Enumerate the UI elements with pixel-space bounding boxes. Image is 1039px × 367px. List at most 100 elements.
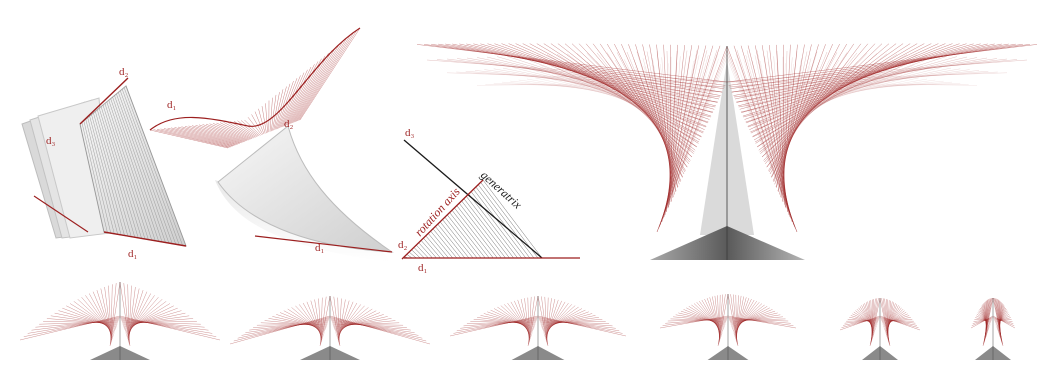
rule-line — [740, 67, 952, 113]
rule-line — [880, 316, 919, 328]
rule-line — [844, 319, 879, 324]
rule-line — [769, 43, 848, 175]
label-generatrix: generatrix — [478, 168, 525, 212]
rule-line — [747, 75, 903, 128]
rule-line — [442, 219, 474, 259]
rule-line — [170, 127, 236, 146]
rule-line — [504, 304, 532, 335]
rule-line — [244, 119, 261, 136]
rule-line — [616, 52, 683, 178]
rule-line — [482, 179, 543, 259]
rule-line — [766, 68, 836, 168]
rule-line — [856, 308, 876, 329]
rule-line — [665, 318, 728, 324]
rule-line — [245, 320, 329, 333]
rule-line — [272, 92, 280, 131]
rule-line — [446, 72, 728, 83]
rule-line — [290, 50, 333, 124]
rule-line — [205, 123, 248, 141]
rule-line — [486, 56, 714, 113]
rule-line — [731, 82, 961, 93]
rule-line — [335, 310, 377, 333]
rule-line — [69, 303, 116, 332]
rule-line — [659, 58, 719, 228]
rule-line — [426, 59, 728, 83]
rule-line — [468, 193, 518, 259]
rule-line — [746, 50, 793, 223]
rule-line — [995, 313, 1010, 325]
rule-line — [506, 55, 709, 123]
rule-line — [454, 207, 494, 259]
rule-line — [233, 316, 330, 342]
rule-line — [62, 307, 116, 329]
rule-line — [736, 57, 988, 103]
rule-line — [439, 221, 470, 259]
rule-line — [274, 86, 287, 130]
label-d2: d₂ — [119, 66, 129, 78]
rule-line — [477, 317, 535, 326]
rule-line — [276, 314, 326, 331]
rule-line — [54, 312, 117, 327]
rule-line — [576, 72, 700, 143]
rule-line — [543, 305, 576, 334]
rule-line — [331, 320, 415, 333]
rule-line — [771, 52, 838, 178]
rule-line — [970, 315, 994, 329]
label-d1-top: d₁ — [167, 99, 177, 111]
rule-line — [256, 323, 328, 326]
rule-line — [661, 59, 711, 223]
rule-line — [35, 320, 119, 328]
rule-line — [66, 305, 116, 331]
rule-line — [883, 310, 905, 328]
rule-line — [699, 300, 723, 334]
rule-line — [544, 301, 566, 337]
rotation-axis-line — [401, 179, 484, 260]
generatrix-line — [403, 139, 543, 259]
rule-line — [163, 128, 233, 147]
rule-line — [272, 316, 326, 329]
rule-line — [642, 44, 677, 192]
rule-line — [995, 312, 1009, 326]
rule-line — [752, 54, 918, 138]
rule-line — [764, 53, 868, 163]
rule-line — [996, 310, 1008, 327]
rule-line — [883, 311, 907, 327]
tent-surface-icon — [659, 293, 797, 360]
rule-line — [413, 247, 425, 259]
rule-line — [546, 54, 700, 143]
rule-line — [992, 315, 1016, 329]
rule-line — [336, 307, 369, 335]
rule-line — [500, 305, 533, 334]
rule-line — [39, 321, 119, 325]
rule-line — [490, 309, 534, 331]
rule-line — [783, 44, 785, 205]
rule-line — [295, 305, 324, 336]
rule-line — [198, 124, 245, 142]
rule-line — [549, 64, 702, 138]
rule-line — [760, 60, 788, 213]
rule-line — [334, 312, 381, 332]
rule-line — [673, 316, 727, 323]
rule-line — [635, 66, 683, 178]
rule-line — [466, 43, 716, 107]
rule-line — [299, 27, 361, 121]
rule-line — [124, 303, 171, 332]
label-d2: d₂ — [398, 239, 408, 251]
rule-line — [330, 318, 423, 339]
rule-line — [780, 63, 786, 198]
rule-line — [750, 55, 928, 133]
rule-line — [501, 81, 721, 98]
rule-line — [229, 315, 331, 345]
rule-line — [768, 61, 786, 208]
rule-line — [431, 43, 724, 90]
rule-line — [780, 51, 798, 198]
rule-line — [652, 57, 676, 193]
rule-line — [768, 43, 855, 171]
rule-line — [123, 312, 186, 327]
rule-line — [668, 63, 674, 198]
rule-line — [864, 303, 875, 335]
rule-line — [453, 316, 538, 334]
rule-line — [541, 315, 596, 327]
rule-line — [58, 310, 117, 328]
rule-line — [284, 64, 315, 127]
